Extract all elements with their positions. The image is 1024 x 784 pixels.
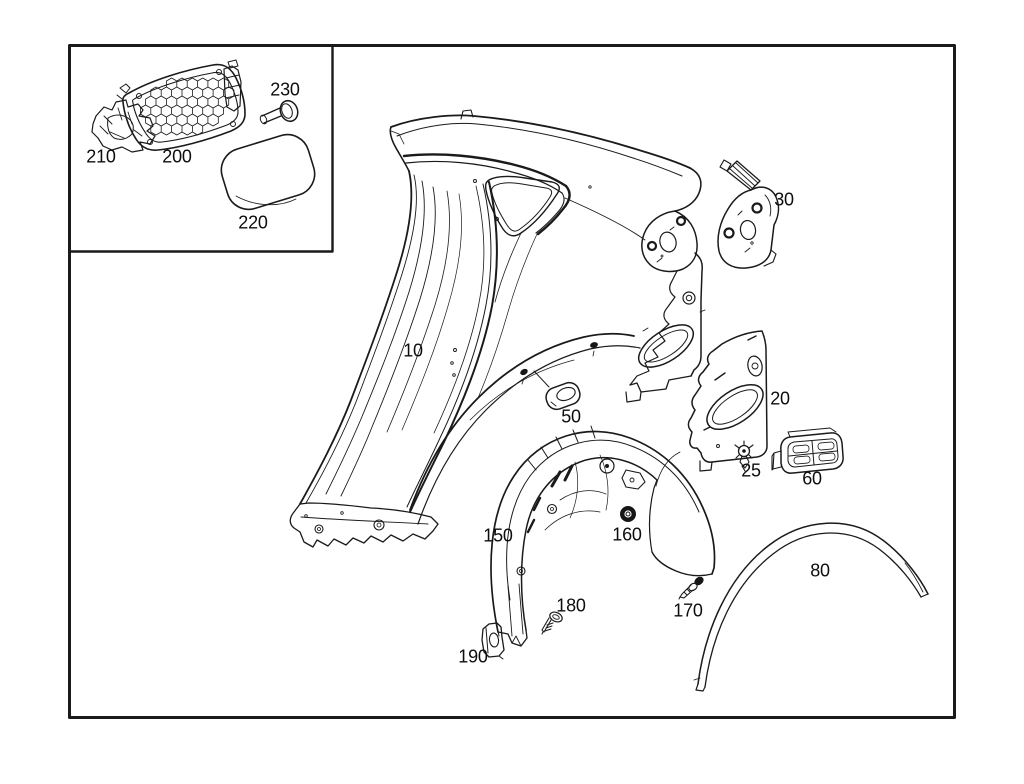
- callout-25: 25: [741, 460, 761, 481]
- callout-80: 80: [810, 560, 830, 581]
- wheel-arch-flange: [409, 332, 641, 525]
- part-220-fuel-flap: [220, 133, 316, 211]
- callout-200: 200: [162, 146, 192, 167]
- callout-60: 60: [802, 468, 822, 489]
- callout-230: 230: [270, 79, 300, 100]
- part-150-wheel-liner: [490, 425, 716, 647]
- callout-220: 220: [238, 212, 268, 233]
- part-190-clip-nut: [481, 622, 505, 660]
- callout-190: 190: [458, 646, 488, 667]
- part-20-inner-panel: [687, 330, 768, 472]
- callout-20: 20: [770, 388, 790, 409]
- callout-30: 30: [774, 189, 794, 210]
- tail-lamp-pocket: [641, 167, 702, 273]
- inset-box: [68, 44, 334, 253]
- inner-rear-panel: [625, 252, 706, 403]
- honeycomb-mesh: [140, 77, 235, 136]
- part-160-grommet: [620, 506, 636, 522]
- diagram-outer-frame: [68, 44, 956, 719]
- part-25-clip-screw: [734, 440, 754, 472]
- callout-150: 150: [483, 525, 513, 546]
- part-10-quarter-panel: [289, 109, 706, 548]
- quarter-window-opening: [484, 175, 560, 237]
- part-60-vent: [771, 427, 844, 474]
- part-50-leader-line: [533, 370, 550, 388]
- part-230-rivet: [259, 99, 299, 125]
- callout-170: 170: [673, 600, 703, 621]
- part-170-screw: [678, 576, 704, 600]
- callout-210: 210: [86, 146, 116, 167]
- roof-edge: [390, 114, 691, 169]
- part-200-filler-housing: [116, 59, 246, 151]
- part-30-bracket: [717, 159, 780, 269]
- part-50-grommet: [533, 370, 581, 411]
- callout-180: 180: [556, 595, 586, 616]
- pillar-front-edge: [299, 170, 413, 505]
- callout-160: 160: [612, 524, 642, 545]
- pillar-rear-edge: [409, 181, 499, 513]
- callout-50: 50: [561, 406, 581, 427]
- part-180-screw: [541, 611, 563, 635]
- part-210-clip: [91, 99, 156, 153]
- rocker-panel: [289, 502, 439, 548]
- callout-10: 10: [403, 340, 423, 361]
- part-80-arch-trim: [693, 522, 929, 692]
